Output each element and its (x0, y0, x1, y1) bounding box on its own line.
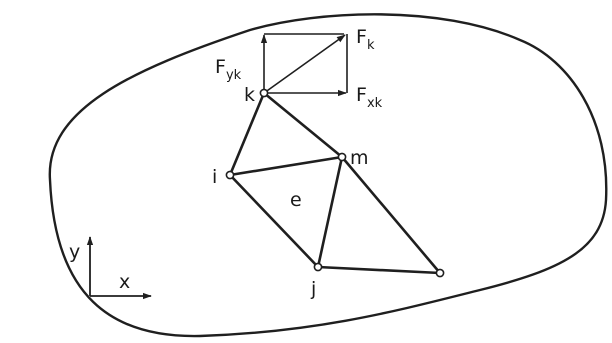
y-axis-label: y (69, 241, 80, 263)
edge-i-j (229, 174, 319, 268)
node-m-marker (337, 152, 347, 162)
node-unlabeled-marker (435, 268, 445, 278)
edge-k-m (263, 91, 343, 159)
mesh-edges (228, 91, 441, 275)
edge-i-m (229, 155, 343, 177)
node-k-label: k (244, 84, 255, 106)
force-total-label: Fk (356, 26, 375, 53)
force-x-label: Fxk (356, 84, 383, 111)
node-i-marker (225, 170, 235, 180)
edge-k-i (228, 92, 266, 176)
x-axis-label: x (119, 271, 130, 293)
force-x-main: F (356, 84, 367, 106)
edge-m-j (316, 156, 344, 268)
node-m-label: m (350, 147, 369, 169)
force-y-label: Fyk (215, 56, 242, 83)
node-j-marker (313, 262, 323, 272)
force-total-sub: k (367, 38, 375, 53)
body-outline (48, 13, 608, 338)
force-y-main: F (215, 56, 226, 78)
force-resultant-arrow (263, 34, 346, 94)
coordinate-axes (86, 236, 152, 300)
node-i-label: i (212, 166, 217, 188)
force-vectors (260, 33, 348, 97)
edge-m-p (341, 156, 441, 274)
nodes (225, 88, 445, 278)
node-j-label: j (310, 278, 316, 300)
node-k-marker (259, 88, 269, 98)
force-y-sub: yk (226, 68, 242, 83)
edge-j-p (317, 265, 441, 275)
force-x-sub: xk (367, 96, 383, 111)
element-label: e (290, 189, 302, 211)
force-total-main: F (356, 26, 367, 48)
